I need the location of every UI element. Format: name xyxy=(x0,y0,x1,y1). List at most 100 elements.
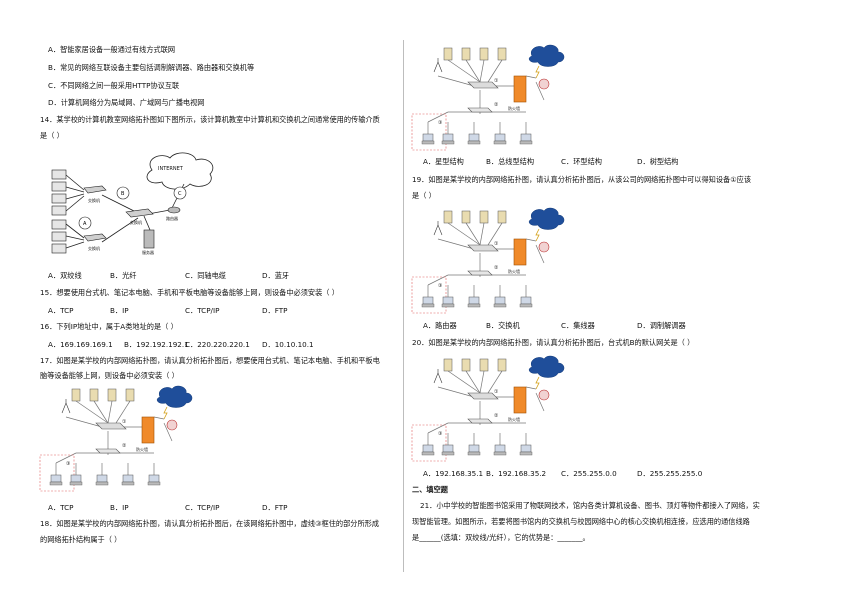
firewall-icon xyxy=(513,238,527,266)
q15-option-c: C．TCP/IP xyxy=(185,306,220,315)
switch-icon xyxy=(83,233,107,242)
q13-option-d: D．计算机网络分为局域网、广域网与广播电视网 xyxy=(48,98,205,107)
keyboard-icon xyxy=(467,303,481,308)
q18-stem-line1: 18．如图是某学校的内部网络拓扑图，请认真分析拓扑图后，在该网络拓扑图中，虚线③… xyxy=(40,519,380,528)
internet-cloud-icon xyxy=(528,44,565,67)
q18-stem-line2: 的网络拓扑结构属于（ ） xyxy=(40,535,122,544)
column-divider xyxy=(403,40,404,572)
q21-stem-line1: 21．小中学校的智能图书馆采用了物联网技术，馆内各类计算机设备、图书、顶灯等物件… xyxy=(420,501,760,510)
q15-stem: 15．想要使用台式机、笔记本电脑、手机和平板电脑等设备能够上网，则设备中必须安装… xyxy=(40,288,339,297)
svg-text:C: C xyxy=(178,191,182,197)
core-switch-icon xyxy=(95,422,127,430)
pc-icon xyxy=(468,133,480,142)
lightning-icon xyxy=(535,376,540,390)
q19-stem-line1: 19．如图是某学校的内部网络拓扑图，请认真分析拓扑图后，从该公司的网络拓扑图中可… xyxy=(412,175,752,184)
server-icon xyxy=(461,210,471,224)
keyboard-icon xyxy=(441,140,455,145)
q15-option-a: A．TCP xyxy=(48,306,74,315)
pc-icon xyxy=(494,444,506,453)
keyboard-icon xyxy=(441,303,455,308)
marker-1: ① xyxy=(122,419,127,425)
internet-label: INTERNET xyxy=(158,166,184,172)
q15-option-d: D．FTP xyxy=(262,306,288,315)
server-icon xyxy=(479,358,489,372)
pc-icon xyxy=(70,474,82,483)
marker-3: ③ xyxy=(66,461,70,467)
pc-icon xyxy=(422,133,434,142)
keyboard-icon xyxy=(519,303,533,308)
keyboard-icon xyxy=(421,451,435,456)
q13-option-a: A．智能家居设备一般通过有线方式联网 xyxy=(48,45,176,54)
keyboard-icon xyxy=(519,451,533,456)
keyboard-icon xyxy=(493,451,507,456)
q14-option-c: C．同轴电缆 xyxy=(185,271,226,280)
section-fill-in-title: 二、填空题 xyxy=(412,485,448,494)
pc-icon xyxy=(422,444,434,453)
marker-3: ③ xyxy=(438,283,442,289)
access-switch-icon xyxy=(467,107,493,113)
marker-2: ② xyxy=(122,443,127,449)
q15-option-b: B．IP xyxy=(110,306,129,315)
server-icon xyxy=(479,47,489,61)
marker-3: ③ xyxy=(438,431,442,437)
internet-cloud-icon xyxy=(528,355,565,378)
server-icon xyxy=(89,388,99,402)
pc-icon xyxy=(468,444,480,453)
q20-option-d: D．255.255.255.0 xyxy=(637,469,703,478)
pc-icon xyxy=(520,444,532,453)
q18-option-b: B．总线型结构 xyxy=(486,157,535,166)
q16-option-d: D．10.10.10.1 xyxy=(262,340,314,349)
svg-text:A: A xyxy=(83,221,87,227)
q14-topology-figure: INTERNET 交换机 xyxy=(51,152,214,255)
pc-icon xyxy=(148,474,160,483)
keyboard-icon xyxy=(493,140,507,145)
server-icon xyxy=(461,358,471,372)
q21-stem-line2: 现智能管理。如图所示，若要将图书馆内的交换机与校园网络中心的核心交换机相连接，应… xyxy=(412,517,750,526)
q19-option-b: B．交换机 xyxy=(486,321,520,330)
q14-option-d: D．蓝牙 xyxy=(262,271,290,280)
internet-cloud-icon xyxy=(156,385,193,408)
server-icon xyxy=(479,210,489,224)
marker-2: ② xyxy=(494,265,499,271)
core-switch-icon xyxy=(467,244,499,252)
server-icon xyxy=(107,388,117,402)
firewall-label: 防火墙 xyxy=(508,105,520,111)
marker-1: ① xyxy=(494,389,499,395)
keyboard-icon xyxy=(49,481,63,486)
server-icon xyxy=(497,210,507,224)
antenna-icon xyxy=(61,399,71,414)
internet-cloud-icon xyxy=(528,207,565,230)
server-icon xyxy=(143,229,155,249)
pc-icon xyxy=(494,296,506,305)
pc-icon xyxy=(442,444,454,453)
q14-option-a: A．双绞线 xyxy=(48,271,82,280)
keyboard-icon xyxy=(147,481,161,486)
q21-stem-line3: 是______(选填：双绞线/光纤），它的优势是：_______。 xyxy=(412,533,590,542)
pc-icon xyxy=(422,296,434,305)
antenna-icon xyxy=(433,369,443,384)
q17-option-d: D．FTP xyxy=(262,503,288,512)
q18-option-c: C．环型结构 xyxy=(561,157,602,166)
pc-icon xyxy=(442,133,454,142)
pc-icon xyxy=(494,133,506,142)
keyboard-icon xyxy=(519,140,533,145)
server-icon xyxy=(125,388,135,402)
q18-option-d: D．树型结构 xyxy=(637,157,679,166)
q17-option-c: C．TCP/IP xyxy=(185,503,220,512)
keyboard-icon xyxy=(421,140,435,145)
q19-option-d: D．调制解调器 xyxy=(637,321,686,330)
keyboard-icon xyxy=(69,481,83,486)
server-icon xyxy=(443,47,453,61)
q13-option-b: B．常见的网络互联设备主要包括调制解调器、路由器和交换机等 xyxy=(48,63,255,72)
keyboard-icon xyxy=(441,451,455,456)
pc-icon xyxy=(468,296,480,305)
q16-option-b: B．192.192.192.1 xyxy=(124,340,189,349)
firewall-label: 防火墙 xyxy=(508,416,520,422)
pc-icon xyxy=(442,296,454,305)
router-icon xyxy=(538,78,550,90)
q17-stem-line2: 脑等设备能够上网，则设备中必须安装（ ） xyxy=(40,371,179,380)
access-switch-icon xyxy=(467,418,493,424)
q17-option-a: A．TCP xyxy=(48,503,74,512)
